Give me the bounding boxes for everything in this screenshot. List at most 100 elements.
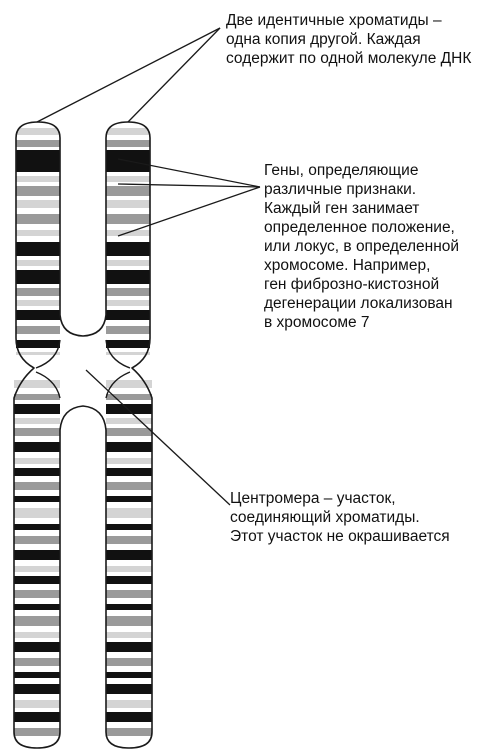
upper-right-band [106,300,150,306]
upper-right-band [106,214,150,224]
upper-right-band [106,200,150,208]
lower-left-band [14,524,60,530]
upper-left-band [16,242,60,256]
centromere-annotation: Центромера – участок, соединяющий хромат… [230,490,450,545]
lower-right-band [106,728,152,736]
upper-left-band [16,140,60,147]
lower-left-band [14,576,60,584]
upper-right-band [106,310,150,320]
chromatid-left-upper-bands [16,128,60,355]
lower-right-band [106,482,152,490]
lower-right-band [106,658,152,666]
upper-left-band [16,128,60,135]
lower-right-band [106,700,152,708]
lower-left-band [14,468,60,476]
lower-left-band [14,616,60,626]
lower-right-band [106,380,152,388]
centromere-edge-upper-right [105,339,131,369]
lower-right-band [106,566,152,572]
upper-left-band [16,200,60,208]
chromatid-right-upper-bands [106,128,150,355]
lower-right-band [106,536,152,544]
lower-right-band [106,550,152,560]
upper-left-band [16,340,60,348]
upper-left-band [16,150,60,172]
lower-left-band [14,712,60,722]
centromere-edge-lower-right [105,371,131,399]
lower-right-band [106,576,152,584]
upper-right-band [106,176,150,182]
lower-left-band [14,632,60,638]
lower-left-band [14,418,60,424]
lower-left-band [14,728,60,736]
lower-left-band [14,658,60,666]
upper-right-band [106,128,150,135]
lower-right-band [106,468,152,476]
lower-right-band [106,524,152,530]
upper-right-band [106,242,150,256]
lower-left-band [14,590,60,598]
centromere-edge-lower-left [35,371,61,399]
lower-left-band [14,508,60,518]
upper-right-band [106,288,150,296]
lower-right-band [106,684,152,694]
leader-lines [36,27,261,506]
genes-annotation: Гены, определяющие различные признаки. К… [264,162,460,331]
lower-left-band [14,684,60,694]
lower-left-band [14,642,60,652]
lower-left-band [14,604,60,610]
leader-gene-3 [117,186,261,237]
lower-right-band [106,458,152,464]
lower-right-band [106,404,152,414]
lower-right-band [106,604,152,610]
upper-left-band [16,270,60,284]
lower-left-band [14,536,60,544]
lower-left-band [14,496,60,502]
upper-left-band [16,230,60,236]
lower-right-band [106,616,152,626]
lower-left-band [14,482,60,490]
lower-right-band [106,496,152,502]
lower-left-band [14,566,60,572]
upper-left-band [16,186,60,196]
upper-left-band [16,300,60,306]
lower-right-band [106,632,152,638]
lower-left-band [14,550,60,560]
lower-right-band [106,394,152,400]
centromere-edge-upper-left [35,339,61,369]
upper-right-band [106,260,150,266]
lower-left-band [14,404,60,414]
upper-left-band [16,260,60,266]
lower-right-band [106,712,152,722]
upper-left-band [16,326,60,334]
upper-right-band [106,140,150,147]
lower-left-band [14,700,60,708]
lower-right-band [106,590,152,598]
lower-left-band [14,380,60,388]
chromosome-outline [13,121,153,749]
lower-right-band [106,418,152,424]
upper-right-band [106,326,150,334]
chromatid-left-lower-bands [14,380,60,736]
lower-right-band [106,672,152,678]
upper-left-band [16,214,60,224]
upper-right-band [106,270,150,284]
upper-left-band [16,310,60,320]
lower-left-band [14,428,60,436]
upper-right-band [106,186,150,196]
lower-right-band [106,508,152,518]
lower-left-band [14,442,60,452]
lower-right-band [106,428,152,436]
lower-right-band [106,642,152,652]
lower-left-band [14,672,60,678]
upper-right-band [106,340,150,348]
upper-right-band [106,352,150,355]
leader-chromatid-left [36,27,221,123]
lower-left-band [14,458,60,464]
lower-left-band [14,394,60,400]
lower-right-band [106,442,152,452]
leader-gene-1 [117,158,261,188]
upper-left-band [16,352,60,355]
leader-centromere [85,369,231,506]
